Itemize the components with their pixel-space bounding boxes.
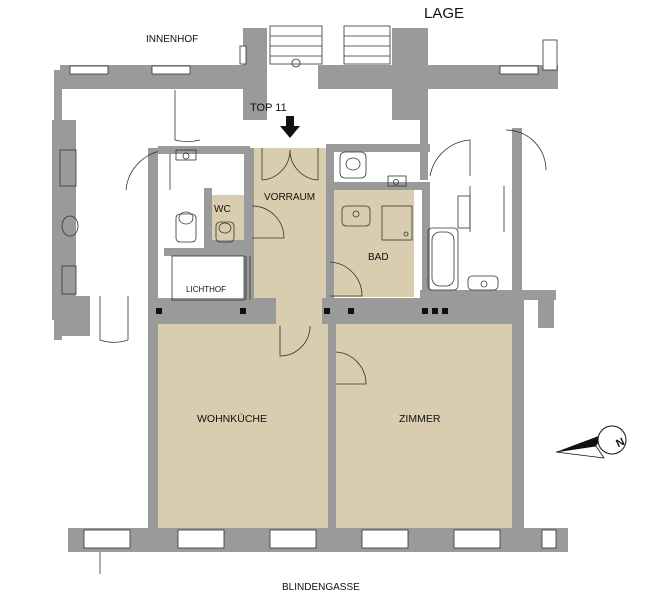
sanitary-fixtures	[175, 149, 499, 291]
room-label-lichthof: LICHTHOF	[186, 285, 226, 294]
zimmer-floor	[336, 322, 514, 530]
room-label-wohnkueche: WOHNKÜCHE	[197, 413, 267, 425]
bad-floor	[334, 190, 414, 297]
plan-title: LAGE	[424, 5, 464, 22]
street-wall	[68, 528, 568, 574]
left-doors	[99, 90, 201, 343]
street-label: BLINDENGASSE	[282, 582, 360, 593]
lichthof-shaft	[171, 255, 251, 301]
room-label-vorraum: VORRAUM	[264, 192, 315, 203]
left-building-walls	[52, 70, 158, 538]
interior-walls	[158, 120, 556, 328]
room-label-bad: BAD	[368, 252, 389, 263]
courtyard-label: INNENHOF	[146, 34, 198, 45]
vorraum-floor	[252, 148, 330, 298]
wohnkueche-floor	[152, 322, 330, 530]
room-dividers	[150, 298, 524, 534]
room-label-wc: WC	[214, 204, 231, 215]
entrance-arrow-icon	[280, 116, 300, 138]
courtyard-wall	[60, 28, 558, 120]
north-arrow-icon	[555, 425, 627, 459]
staircase	[269, 25, 391, 68]
unit-label: TOP 11	[250, 102, 287, 114]
room-label-zimmer: ZIMMER	[399, 413, 441, 425]
